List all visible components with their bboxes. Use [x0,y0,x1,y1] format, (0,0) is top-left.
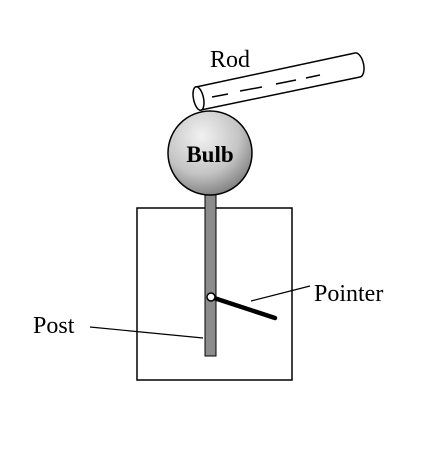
rod-label: Rod [210,47,250,73]
rod-dash [305,74,321,79]
rod-end-cap [192,85,205,112]
rod-body [195,52,365,111]
rod-dash [239,86,263,92]
bulb-label: Bulb [186,142,233,167]
rod-dash [275,79,297,85]
bulb [167,110,253,196]
pointer-pivot [206,292,216,302]
pointer [208,294,278,321]
pointer-label: Pointer [314,281,383,307]
post [204,194,217,357]
post-label: Post [33,313,75,339]
post-leader-line [89,326,204,339]
pointer-leader-line [250,285,311,302]
rod-dash [211,93,229,98]
rod [192,52,365,112]
